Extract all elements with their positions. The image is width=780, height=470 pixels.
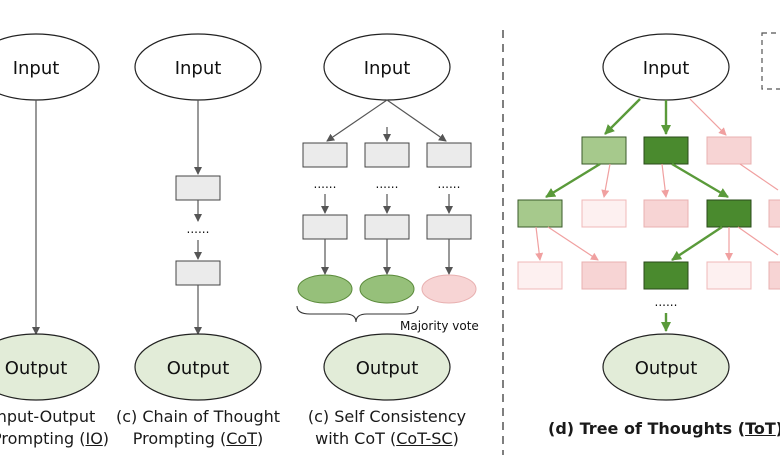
tot-output-node xyxy=(602,333,730,401)
io-caption-prefix: Prompting ( xyxy=(0,429,86,448)
cotsc-caption-suffix: ) xyxy=(452,429,459,448)
tot-thought-l2-c xyxy=(643,199,689,228)
cotsc-ellipsis-b: ...... xyxy=(376,177,399,191)
cotsc-thought-b2 xyxy=(364,214,410,240)
tot-thought-l3-b xyxy=(581,261,627,290)
cotsc-caption-abbr: CoT-SC xyxy=(396,429,453,448)
tot-edge-l2-d xyxy=(671,162,729,199)
cotsc-ellipsis-c: ...... xyxy=(438,177,461,191)
cot-caption-suffix: ) xyxy=(256,429,264,448)
cot-caption: (c) Chain of Thought Prompting (CoT) xyxy=(113,406,283,450)
cot-output-label: Output xyxy=(167,358,230,379)
tot-thought-l2-a xyxy=(517,199,563,228)
cotsc-answer-c xyxy=(421,274,477,304)
tot-column: Input ...... xyxy=(517,32,780,401)
cotsc-output-node xyxy=(323,333,451,401)
tot-thought-l3-c xyxy=(643,261,689,290)
cotsc-arrow-right xyxy=(386,99,447,142)
tot-thought-l1-b xyxy=(643,136,689,165)
cot-caption-prefix: Prompting ( xyxy=(132,429,227,448)
cotsc-thought-b1 xyxy=(364,142,410,168)
tot-thought-l3-e xyxy=(768,261,780,290)
tot-edge-l2-e xyxy=(739,163,779,191)
io-caption-line1: Input-Output xyxy=(0,407,96,426)
cot-thought-2 xyxy=(175,260,221,286)
cot-ellipsis: ...... xyxy=(187,222,210,236)
tot-edge-l2-a xyxy=(545,162,601,199)
tot-thought-l1-c xyxy=(706,136,752,165)
tot-caption-suffix: ) xyxy=(776,419,780,438)
tot-edge-l3-a xyxy=(535,226,544,261)
io-output-node xyxy=(0,333,100,401)
cotsc-thought-a2 xyxy=(302,214,348,240)
io-output-label: Output xyxy=(5,358,68,379)
tot-caption: (d) Tree of Thoughts (ToT) xyxy=(548,418,780,440)
cotsc-caption-line1: (c) Self Consistency xyxy=(307,407,467,426)
tot-thought-l2-e xyxy=(768,199,780,228)
io-caption: Input-Output Prompting (IO) xyxy=(0,406,109,450)
tot-thought-l3-a xyxy=(517,261,563,290)
cotsc-thought-a1 xyxy=(302,142,348,168)
cotsc-arrow-left xyxy=(326,99,388,142)
tot-input-label: Input xyxy=(643,58,690,79)
majority-vote-label: Majority vote xyxy=(400,319,479,333)
tot-output-label: Output xyxy=(635,358,698,379)
cotsc-ellipsis-a: ...... xyxy=(314,177,337,191)
tot-edge-l2-c xyxy=(661,163,670,198)
majority-vote-brace xyxy=(296,305,419,323)
tot-ellipsis: ...... xyxy=(655,295,678,309)
tot-edge-l3-e xyxy=(737,226,779,256)
io-caption-suffix: ) xyxy=(102,429,110,448)
tot-thought-l2-d xyxy=(706,199,752,228)
tot-caption-abbr: ToT xyxy=(745,419,776,438)
io-input-label: Input xyxy=(13,58,60,79)
cotsc-answer-a xyxy=(297,274,353,304)
cotsc-caption-prefix: with CoT ( xyxy=(315,429,397,448)
legend-box xyxy=(761,32,780,90)
cotsc-answer-b xyxy=(359,274,415,304)
cotsc-caption-line2: with CoT (CoT-SC) xyxy=(300,428,474,450)
tot-edge-l1-a xyxy=(604,98,641,135)
cotsc-thought-c1 xyxy=(426,142,472,168)
cot-output-node xyxy=(134,333,262,401)
tot-edge-l2-b xyxy=(601,163,611,198)
tot-edge-l3-b xyxy=(547,226,599,261)
tot-caption-prefix: (d) Tree of Thoughts ( xyxy=(548,419,746,438)
cot-column: Input ...... Output xyxy=(134,33,262,401)
cotsc-thought-c2 xyxy=(426,214,472,240)
cot-input-label: Input xyxy=(175,58,222,79)
tot-thought-l2-b xyxy=(581,199,627,228)
tot-thought-l3-d xyxy=(706,261,752,290)
cotsc-output-label: Output xyxy=(356,358,419,379)
tot-edge-l1-c xyxy=(689,98,727,136)
cotsc-caption: (c) Self Consistency with CoT (CoT-SC) xyxy=(300,406,474,450)
cotsc-input-label: Input xyxy=(364,58,411,79)
io-column: Input Output xyxy=(0,33,100,401)
io-caption-line2: Prompting (IO) xyxy=(0,428,109,450)
tot-thought-l1-a xyxy=(581,136,627,165)
tot-edge-l3-c xyxy=(671,225,723,262)
cotsc-column: Input ...... ...... ...... Majority vote… xyxy=(296,33,479,401)
cot-caption-line1: (c) Chain of Thought xyxy=(115,407,281,426)
cot-thought-1 xyxy=(175,175,221,201)
io-caption-abbr: IO xyxy=(85,429,103,448)
cot-caption-line2: Prompting (CoT) xyxy=(113,428,283,450)
cot-caption-abbr: CoT xyxy=(226,429,257,448)
